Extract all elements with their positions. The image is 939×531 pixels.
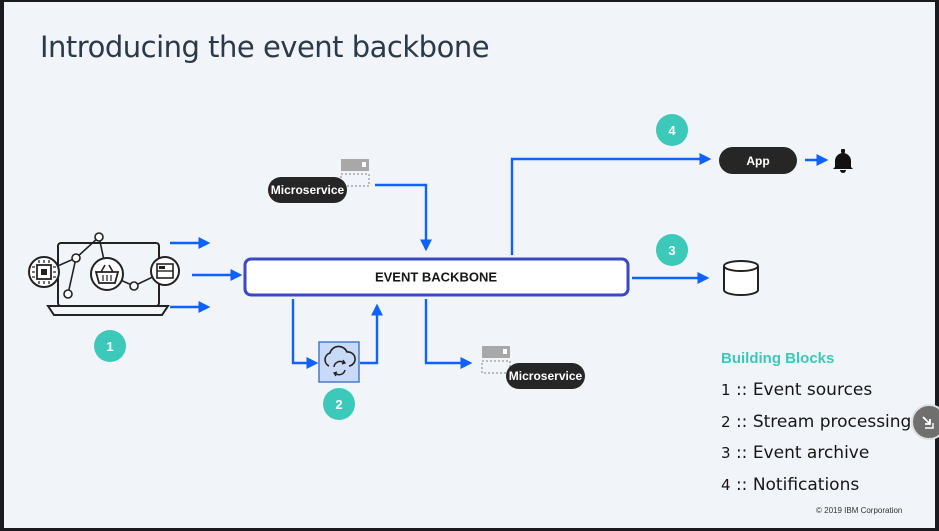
building-block-item: 3 :: Event archive [721,443,911,475]
building-block-item: 4 :: Notifications [721,475,911,507]
building-block-separator: :: [730,443,753,463]
badge-1: 1 [94,330,126,362]
building-block-number: 2 [721,412,731,431]
building-block-number: 3 [721,444,731,462]
building-block-separator: :: [730,474,753,495]
microservice-bottom-server-icon [481,346,511,374]
microservice-bottom-label: Microservice [509,369,583,383]
copyright-notice: © 2019 IBM Corporation [816,506,903,515]
badge-2: 2 [323,388,355,420]
app-pill [719,147,797,174]
building-block-label: Event archive [752,443,870,463]
event-backbone-diagram: EVENT BACKBONE Microservice Mi [28,114,853,420]
microservice-top-pill [268,177,347,203]
backbone-to-processor-arrow [291,299,319,369]
microservice-to-backbone-arrow [375,183,432,252]
building-block-number: 4 [721,475,731,494]
shopping-basket-icon [90,257,124,291]
badge-3-label: 3 [668,243,675,258]
overlay-control-button[interactable] [911,404,939,440]
stream-processing-icon [318,341,360,383]
badge-4-label: 4 [668,123,676,138]
building-blocks-list: 1 :: Event sources 2 :: Stream processin… [721,380,911,506]
building-block-label: Notifications [752,474,860,495]
microservice-top-server-icon [340,159,370,187]
shrink-icon [922,416,934,429]
building-block-item: 2 :: Stream processing [721,412,911,444]
building-block-separator: :: [730,380,753,400]
building-block-number: 1 [721,381,731,399]
backbone-to-app-arrow [510,153,712,255]
processor-to-backbone-arrow [360,303,383,365]
chip-icon [28,256,60,288]
backbone-to-microservice-arrow [424,299,473,369]
event-sources-laptop-icon [28,232,180,316]
badge-4: 4 [656,114,688,146]
notification-bell-icon [833,149,853,173]
database-archive-icon [723,260,759,296]
building-blocks-title: Building Blocks [721,350,835,367]
microservice-bottom-pill [506,363,585,389]
building-block-separator: :: [730,411,753,432]
badge-1-label: 1 [106,339,113,354]
event-backbone-label: EVENT BACKBONE [375,270,497,285]
building-block-item: 1 :: Event sources [721,380,911,412]
slide: Introducing the event backbone [4,2,935,528]
microservice-top-label: Microservice [271,183,345,197]
badge-3: 3 [656,234,688,266]
event-backbone-box [243,257,630,297]
badge-2-label: 2 [335,397,342,412]
server-icon [150,256,180,286]
slide-title: Introducing the event backbone [40,30,490,64]
building-block-label: Event sources [752,380,873,400]
building-block-label: Stream processing [752,411,912,432]
app-label: App [746,154,769,168]
